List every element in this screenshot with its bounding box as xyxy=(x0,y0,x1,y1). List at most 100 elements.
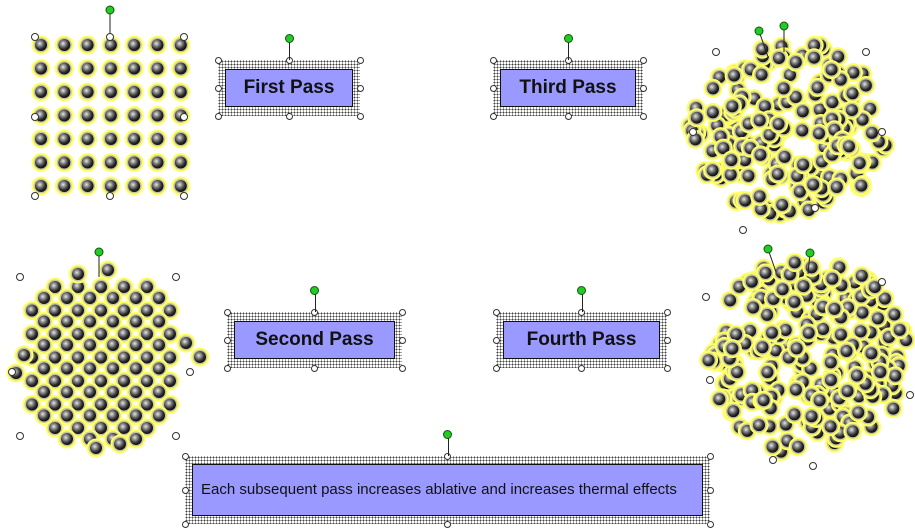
spot-mark xyxy=(786,52,806,72)
resize-handle[interactable] xyxy=(8,368,16,376)
resize-handle[interactable] xyxy=(356,84,364,92)
rotation-handle[interactable] xyxy=(284,34,294,43)
first-pass-label[interactable]: First Pass xyxy=(225,69,353,107)
rotation-handle[interactable] xyxy=(763,244,773,254)
resize-handle[interactable] xyxy=(578,364,585,372)
resize-handle[interactable] xyxy=(180,33,188,41)
spot-mark xyxy=(754,390,774,410)
rotation-handle[interactable] xyxy=(754,26,764,36)
spot-mark xyxy=(91,371,111,391)
resize-handle[interactable] xyxy=(878,128,886,136)
resize-handle[interactable] xyxy=(862,48,870,56)
fourth-pass-textbox[interactable]: Fourth Pass xyxy=(496,312,667,368)
rotation-handle[interactable] xyxy=(779,21,789,31)
resize-handle[interactable] xyxy=(809,462,817,470)
resize-handle[interactable] xyxy=(769,456,777,464)
resize-handle[interactable] xyxy=(564,112,572,120)
rotation-handle[interactable] xyxy=(310,286,319,295)
resize-handle[interactable] xyxy=(398,364,406,372)
resize-handle[interactable] xyxy=(811,204,819,212)
spot-mark xyxy=(101,129,121,149)
rotation-handle[interactable] xyxy=(443,430,452,439)
resize-handle[interactable] xyxy=(663,364,671,372)
caption-text[interactable]: Each subsequent pass increases ablative … xyxy=(192,464,703,516)
second-pass-label[interactable]: Second Pass xyxy=(234,321,395,359)
resize-handle[interactable] xyxy=(31,113,39,121)
caption-textbox[interactable]: Each subsequent pass increases ablative … xyxy=(185,456,710,524)
resize-handle[interactable] xyxy=(878,278,886,286)
resize-handle[interactable] xyxy=(172,273,180,281)
resize-handle[interactable] xyxy=(214,112,222,120)
second-pass-pattern[interactable] xyxy=(6,260,210,458)
rotation-handle[interactable] xyxy=(577,286,586,295)
resize-handle[interactable] xyxy=(706,486,714,494)
resize-handle[interactable] xyxy=(172,432,180,440)
cluster-selection-handles[interactable] xyxy=(8,5,914,470)
resize-handle[interactable] xyxy=(223,364,231,372)
resize-handle[interactable] xyxy=(180,113,188,121)
spot-mark xyxy=(91,277,111,297)
resize-handle[interactable] xyxy=(186,368,194,376)
resize-handle[interactable] xyxy=(639,112,647,120)
resize-handle[interactable] xyxy=(712,48,720,56)
resize-handle[interactable] xyxy=(285,112,293,120)
resize-handle[interactable] xyxy=(214,84,222,92)
resize-handle[interactable] xyxy=(489,112,497,120)
resize-handle[interactable] xyxy=(906,391,914,399)
resize-handle[interactable] xyxy=(489,56,497,64)
first-pass-textbox[interactable]: First Pass xyxy=(218,60,360,116)
resize-handle[interactable] xyxy=(663,336,671,344)
spot-mark xyxy=(126,335,146,355)
resize-handle[interactable] xyxy=(639,84,647,92)
resize-handle[interactable] xyxy=(663,308,671,316)
resize-handle[interactable] xyxy=(356,112,364,120)
resize-handle[interactable] xyxy=(311,364,318,372)
third-pass-pattern[interactable] xyxy=(680,35,896,224)
resize-handle[interactable] xyxy=(492,364,500,372)
resize-handle[interactable] xyxy=(181,452,189,460)
spot-mark xyxy=(57,429,77,449)
rotation-handle[interactable] xyxy=(105,5,115,15)
spot-mark xyxy=(22,395,42,414)
resize-handle[interactable] xyxy=(181,520,189,528)
resize-handle[interactable] xyxy=(492,336,500,344)
resize-handle[interactable] xyxy=(223,308,231,316)
resize-handle[interactable] xyxy=(492,308,500,316)
resize-handle[interactable] xyxy=(398,336,406,344)
spot-mark xyxy=(822,269,842,289)
spot-mark xyxy=(103,288,123,308)
first-pass-pattern[interactable] xyxy=(31,35,191,196)
resize-handle[interactable] xyxy=(181,486,189,494)
resize-handle[interactable] xyxy=(706,376,714,384)
resize-handle[interactable] xyxy=(16,432,24,440)
resize-handle[interactable] xyxy=(356,56,364,64)
resize-handle[interactable] xyxy=(214,56,222,64)
resize-handle[interactable] xyxy=(689,128,697,136)
resize-handle[interactable] xyxy=(639,56,647,64)
resize-handle[interactable] xyxy=(180,192,188,200)
resize-handle[interactable] xyxy=(31,192,39,200)
resize-handle[interactable] xyxy=(106,33,114,41)
resize-handle[interactable] xyxy=(223,336,231,344)
rotation-handle[interactable] xyxy=(94,247,104,257)
resize-handle[interactable] xyxy=(706,520,714,528)
resize-handle[interactable] xyxy=(739,226,747,234)
third-pass-textbox[interactable]: Third Pass xyxy=(493,60,643,116)
second-pass-textbox[interactable]: Second Pass xyxy=(227,312,402,368)
resize-handle[interactable] xyxy=(16,273,24,281)
resize-handle[interactable] xyxy=(706,452,714,460)
resize-handle[interactable] xyxy=(398,308,406,316)
third-pass-label[interactable]: Third Pass xyxy=(500,69,636,107)
rotation-handle[interactable] xyxy=(563,34,573,43)
resize-handle[interactable] xyxy=(31,33,39,41)
resize-handle[interactable] xyxy=(444,520,451,528)
resize-handle[interactable] xyxy=(489,84,497,92)
fourth-pass-pattern[interactable] xyxy=(699,253,915,462)
resize-handle[interactable] xyxy=(106,192,114,200)
rotation-handle[interactable] xyxy=(805,248,815,258)
resize-handle[interactable] xyxy=(702,293,710,301)
spot-mark xyxy=(769,114,789,134)
fourth-pass-label[interactable]: Fourth Pass xyxy=(503,321,660,359)
spot-mark xyxy=(149,312,169,331)
spot-mark xyxy=(126,288,146,308)
